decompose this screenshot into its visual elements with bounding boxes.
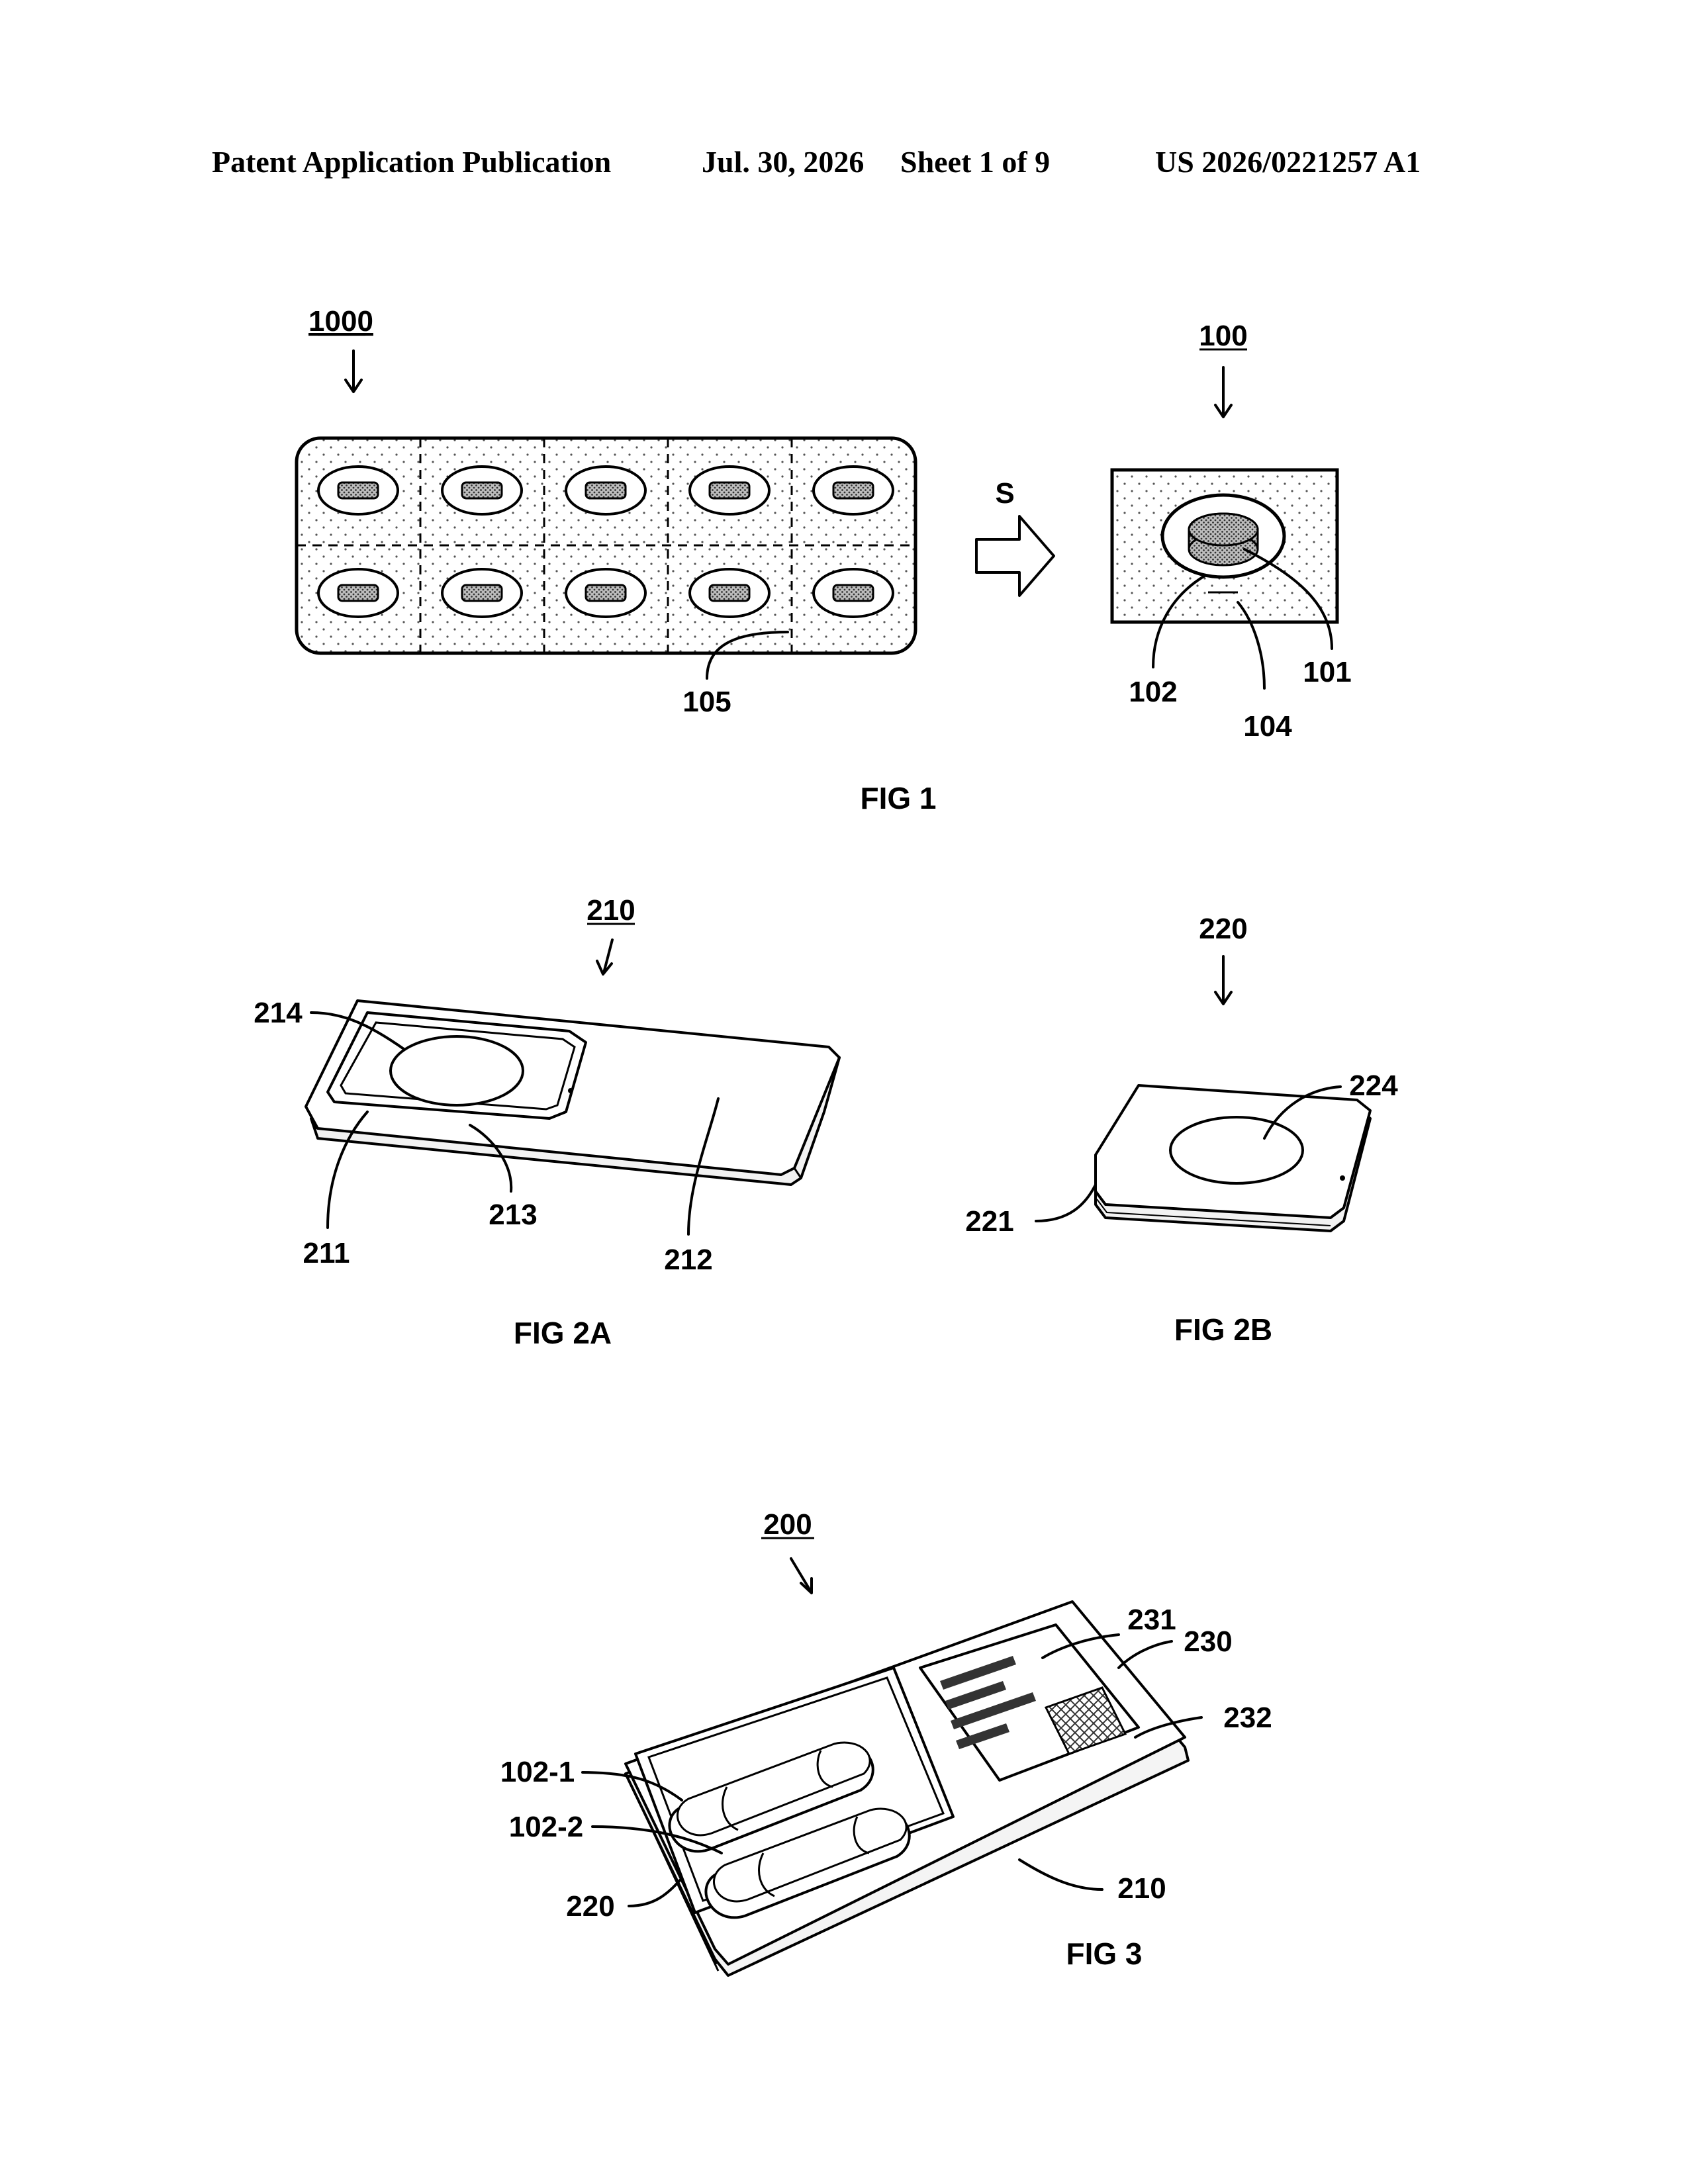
ref-101-label: 101 [1303, 656, 1351, 688]
ref-213-label: 213 [489, 1199, 537, 1231]
ref-200-arrow [791, 1559, 812, 1593]
blister-cavity [566, 569, 645, 617]
separation-arrow-icon [976, 516, 1054, 596]
blister-cavity [318, 569, 398, 617]
fig2b-caption: FIG 2B [1174, 1312, 1272, 1347]
ref-231-label: 231 [1127, 1604, 1176, 1636]
fig2b: 220 224 221 FIG 2B [965, 913, 1398, 1347]
base-card-210 [306, 1001, 839, 1185]
fig1: 1000 [297, 305, 1352, 815]
ref-210-leader [1019, 1860, 1102, 1889]
blister-cavity [690, 569, 769, 617]
ref-100-label: 100 [1199, 320, 1247, 352]
ref-104-label: 104 [1243, 710, 1292, 743]
ref-220-fig3-label: 220 [566, 1890, 614, 1923]
blister-cavity [566, 467, 645, 514]
ref-200-label: 200 [763, 1508, 812, 1541]
ref-224-label: 224 [1349, 1069, 1398, 1102]
fig1-caption: FIG 1 [860, 781, 936, 815]
ref-102-2-label: 102-2 [509, 1811, 584, 1843]
ref-214-label: 214 [254, 997, 303, 1029]
ref-1000-arrow [346, 351, 361, 392]
blister-cavity [814, 467, 893, 514]
ref-210-label: 210 [586, 894, 635, 927]
blister-cavity [442, 467, 522, 514]
blister-cavity [318, 467, 398, 514]
single-blister-unit [1112, 470, 1337, 622]
fig3: 200 [500, 1508, 1272, 1976]
ref-1000-label: 1000 [308, 305, 373, 338]
ref-212-label: 212 [664, 1244, 712, 1276]
ref-221-leader [1036, 1185, 1096, 1221]
ref-221-label: 221 [965, 1205, 1013, 1238]
ref-220-arrow [1215, 956, 1231, 1004]
fig3-caption: FIG 3 [1066, 1936, 1142, 1971]
ref-220-label: 220 [1199, 913, 1247, 945]
blister-cavity [442, 569, 522, 617]
blister-strip [297, 438, 915, 653]
arrow-s-label: S [995, 477, 1014, 510]
blister-cavity [690, 467, 769, 514]
ref-230-label: 230 [1184, 1625, 1232, 1658]
ref-220-leader [629, 1878, 682, 1906]
cover-card-220 [1096, 1085, 1370, 1231]
ref-102-1-label: 102-1 [500, 1756, 575, 1788]
ref-105-label: 105 [682, 686, 731, 718]
ref-232-label: 232 [1223, 1702, 1272, 1734]
assembled-package-200 [626, 1602, 1188, 1976]
ref-102-label: 102 [1129, 676, 1177, 708]
ref-230-leader [1119, 1641, 1172, 1668]
ref-210-fig3-label: 210 [1117, 1872, 1166, 1905]
ref-210-arrow [597, 940, 612, 974]
fig2a-caption: FIG 2A [514, 1316, 612, 1350]
ref-211-label: 211 [303, 1237, 350, 1269]
fig2a: 210 214 211 213 212 FIG 2A [254, 894, 839, 1350]
blister-cavity [814, 569, 893, 617]
ref-100-arrow [1215, 367, 1231, 417]
